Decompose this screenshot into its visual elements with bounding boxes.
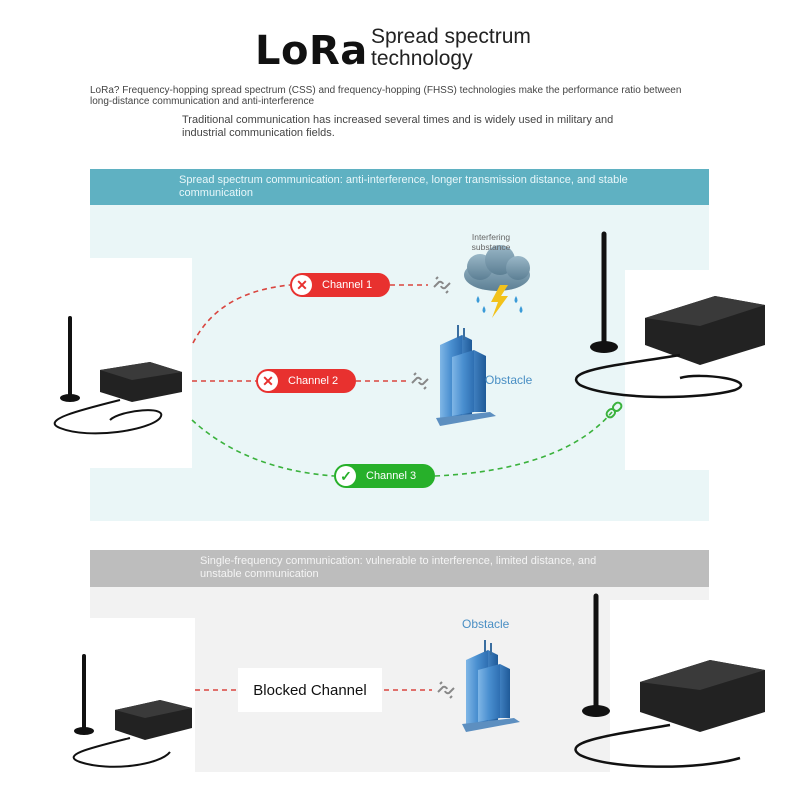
cloud-lightning-icon (464, 245, 530, 318)
channel-3-line-right (434, 411, 613, 477)
check-icon: ✓ (336, 466, 356, 486)
channel-3-pill: ✓ Channel 3 (334, 464, 435, 488)
antenna-device-left-2 (72, 654, 192, 768)
lora-logo: LoRa (255, 28, 368, 74)
single-frequency-banner-text: Single-frequency communication: vulnerab… (200, 555, 597, 580)
broken-link-icon (433, 276, 451, 294)
channel-1-pill: ✕ Channel 1 (290, 273, 390, 297)
channel-3-label: Channel 3 (366, 470, 417, 482)
channel-2-pill: ✕ Channel 2 (256, 369, 356, 393)
building-icon (462, 640, 520, 732)
channel-1-line (192, 284, 291, 344)
antenna-device-right-1 (574, 231, 765, 399)
x-icon: ✕ (258, 371, 278, 391)
building-icon (436, 325, 496, 426)
channel-2-label: Channel 2 (288, 375, 339, 387)
antenna-device-left-1 (53, 316, 182, 435)
intro-text-2: Traditional communication has increased … (182, 114, 614, 139)
intro-text-1: LoRa? Frequency-hopping spread spectrum … (90, 85, 682, 107)
channel-3-line-left (191, 419, 335, 477)
device-box-left-2 (50, 618, 195, 773)
link-icon (605, 401, 623, 419)
interfering-substance-label: Interfering substance (471, 232, 511, 252)
spread-spectrum-banner: Spread spectrum communication: anti-inte… (90, 169, 709, 205)
antenna-device-right-2 (574, 593, 765, 768)
broken-link-icon (411, 372, 429, 390)
spread-spectrum-banner-text: Spread spectrum communication: anti-inte… (179, 174, 628, 199)
page-subtitle: Spread spectrum technology (371, 25, 531, 70)
channel-1-label: Channel 1 (322, 279, 373, 291)
single-frequency-banner: Single-frequency communication: vulnerab… (90, 550, 709, 587)
obstacle-label-2: Obstacle (462, 617, 510, 631)
blocked-channel-box: Blocked Channel (238, 668, 382, 712)
x-icon: ✕ (292, 275, 312, 295)
blocked-channel-label: Blocked Channel (253, 681, 367, 699)
broken-link-icon (437, 681, 455, 699)
obstacle-label-1: Obstacle (485, 373, 533, 387)
